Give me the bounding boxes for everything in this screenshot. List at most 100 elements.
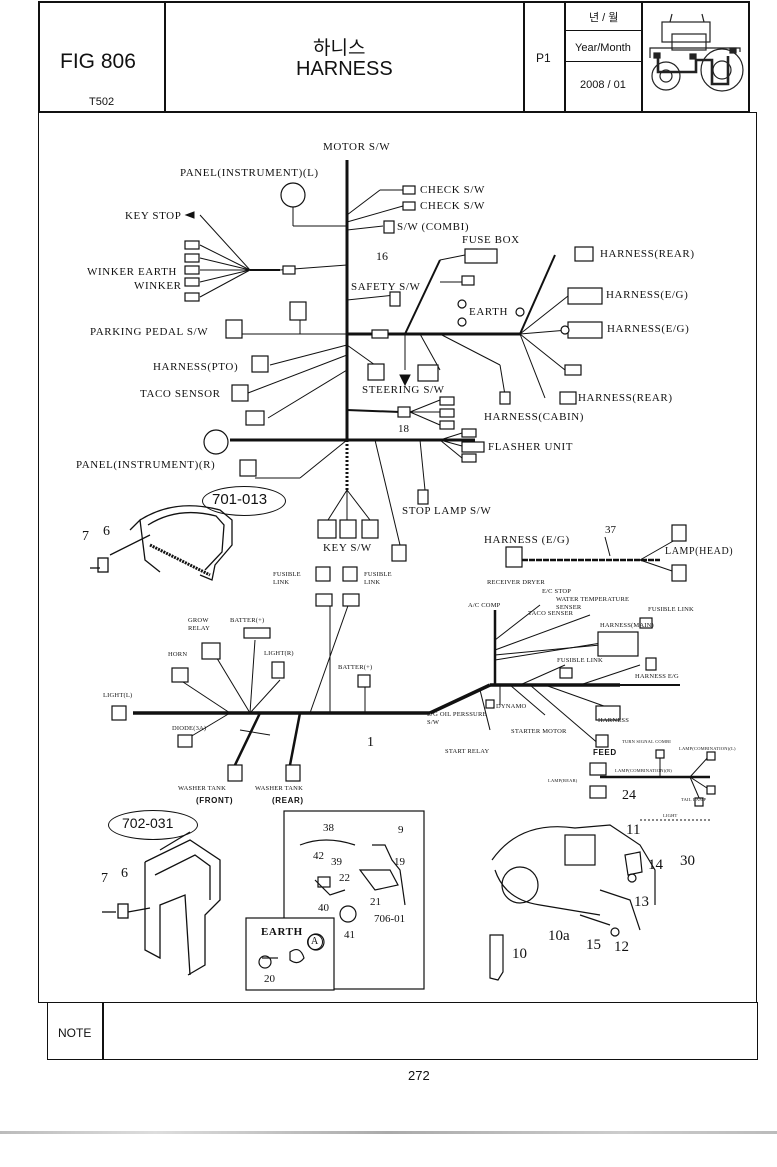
label-winker: WINKER — [134, 280, 182, 292]
label-small-1: TURN SIGNAL COMBI — [622, 739, 671, 744]
label-small-3: LAMP(COMBINATION)(R) — [615, 768, 672, 773]
part-7-top: 7 — [82, 529, 89, 544]
part-6-top: 6 — [103, 524, 110, 539]
label-small-2: LAMP(COMBINATION)(L) — [679, 746, 736, 751]
part-14: 14 — [648, 857, 663, 873]
label-sw-combi: S/W (COMBI) — [397, 221, 470, 233]
label-harness-eg-2: HARNESS(E/G) — [607, 323, 690, 335]
label-harness-eg-1: HARNESS(E/G) — [606, 289, 689, 301]
callout-701-013: 701-013 — [212, 491, 268, 508]
note-divider — [102, 1002, 104, 1060]
label-washer-rear-sub: (REAR) — [272, 796, 304, 805]
title-hline-2 — [564, 61, 642, 62]
label-starter-motor: STARTER MOTOR — [511, 728, 567, 735]
part-9: 9 — [398, 824, 404, 836]
label-fusible-link-4: FUSIBLE LINK — [557, 657, 603, 664]
label-stop-lamp: STOP LAMP S/W — [402, 505, 492, 517]
part-10a: 10a — [548, 928, 570, 944]
title-block — [38, 1, 750, 113]
fig-number: FIG 806 — [60, 50, 136, 73]
page-number: 272 — [408, 1068, 430, 1083]
label-small-5: TAIL LAMP — [681, 797, 707, 802]
label-batter-plus-2: BATTER(+) — [338, 664, 373, 671]
label-dynamo: DYNAMO — [496, 703, 527, 710]
label-check-sw-2: CHECK S/W — [420, 200, 485, 212]
label-harness-small: HARNESS — [598, 717, 630, 724]
label-light-r: LIGHT(R) — [264, 650, 294, 657]
part-38: 38 — [323, 822, 334, 834]
part-37: 37 — [605, 524, 616, 536]
earth-detail-letter: A — [311, 936, 319, 947]
label-key-stop: KEY STOP — [125, 210, 182, 222]
label-harness-cabin: HARNESS(CABIN) — [484, 411, 585, 423]
part-12: 12 — [614, 939, 629, 955]
title-divider-2 — [523, 1, 525, 113]
label-washer-front: WASHER TANK — [178, 785, 226, 792]
date-value: 2008 / 01 — [580, 79, 626, 91]
label-light-l: LIGHT(L) — [103, 692, 133, 699]
callout-702-031: 702-031 — [122, 815, 174, 831]
note-frame — [47, 1002, 758, 1060]
label-diode: DIODE(3A) — [172, 725, 207, 732]
title-hline-1 — [564, 30, 642, 31]
part-30: 30 — [680, 853, 695, 869]
label-ec-stop: E/C STOP — [542, 588, 572, 595]
label-eg-oil: E/G OIL PERSSURE S/W — [427, 711, 487, 726]
label-panel-r: PANEL(INSTRUMENT)(R) — [76, 459, 216, 471]
label-start-relay: START RELAY — [445, 748, 490, 755]
label-fusible-link-2: FUSIBLE LINK — [364, 571, 392, 586]
label-harness-pto: HARNESS(PTO) — [153, 361, 239, 373]
part-24: 24 — [622, 788, 636, 803]
part-7-bottom: 7 — [101, 871, 108, 886]
scan-line — [0, 1131, 777, 1134]
label-ac-comp: A/C COMP — [468, 602, 501, 609]
label-motor-sw: MOTOR S/W — [323, 141, 391, 153]
label-panel-l: PANEL(INSTRUMENT)(L) — [180, 167, 319, 179]
label-taco-senser: TACO SENSER — [528, 610, 574, 617]
label-horn: HORN — [168, 651, 188, 658]
part-13: 13 — [634, 894, 649, 910]
label-check-sw-1: CHECK S/W — [420, 184, 485, 196]
title-divider-1 — [164, 1, 166, 113]
note-label: NOTE — [58, 1026, 92, 1040]
label-receiver-dryer: RECEIVER DRYER — [487, 579, 545, 586]
label-fuse-box: FUSE BOX — [462, 234, 520, 246]
label-lamp-head: LAMP(HEAD) — [665, 546, 734, 557]
label-earth: EARTH — [469, 306, 509, 318]
part-21: 21 — [370, 896, 381, 908]
label-winker-earth: WINKER EARTH — [87, 266, 177, 278]
label-batter-plus-1: BATTER(+) — [230, 617, 265, 624]
label-feed: FEED — [593, 748, 617, 757]
part-1: 1 — [367, 735, 374, 750]
part-42: 42 — [313, 850, 324, 862]
page-title: HARNESS — [296, 58, 393, 80]
label-fusible-link-3: FUSIBLE LINK — [648, 606, 694, 613]
label-parking-pedal: PARKING PEDAL S/W — [90, 326, 209, 338]
title-divider-3 — [564, 1, 566, 113]
part-20: 20 — [264, 973, 275, 985]
earth-detail-title: EARTH — [261, 926, 303, 938]
label-taco-sensor: TACO SENSOR — [140, 388, 221, 400]
label-washer-rear: WASHER TANK — [255, 785, 303, 792]
label-harness-eg-3: HARNESS (E/G) — [484, 534, 570, 546]
part-706-01: 706-01 — [374, 913, 406, 925]
date-label-korean: 년 / 월 — [589, 12, 619, 24]
part-19: 19 — [394, 856, 405, 868]
title-divider-4 — [641, 1, 643, 113]
label-harness-rear-2: HARNESS(REAR) — [578, 392, 673, 404]
part-10: 10 — [512, 946, 527, 962]
label-harness-rear-1: HARNESS(REAR) — [600, 248, 695, 260]
title-korean: 하니스 — [313, 38, 366, 59]
label-water-temp: WATER TEMPERATURE SENSER — [556, 596, 630, 611]
label-flasher-unit: FLASHER UNIT — [488, 441, 574, 453]
part-41: 41 — [344, 929, 355, 941]
label-key-sw: KEY S/W — [323, 542, 372, 554]
part-40: 40 — [318, 902, 329, 914]
callout-702-031-oval — [108, 810, 198, 840]
label-small-6: LIGHT — [663, 813, 678, 818]
label-small-4: LAMP(REAR) — [548, 778, 578, 783]
part-18: 18 — [398, 423, 409, 435]
callout-701-013-oval — [202, 486, 286, 516]
part-39: 39 — [331, 856, 342, 868]
section-code: T502 — [89, 96, 115, 108]
